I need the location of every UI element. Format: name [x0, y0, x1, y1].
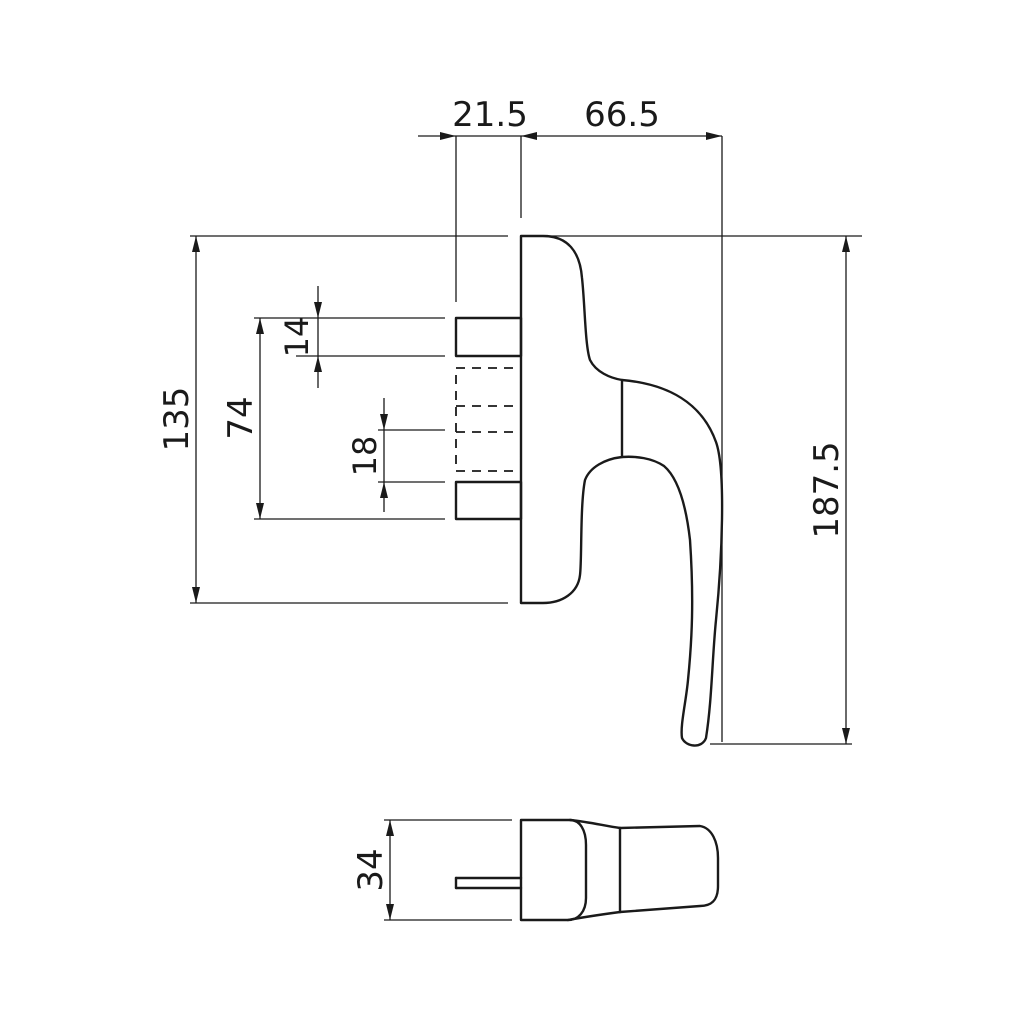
pin-blocks [454, 316, 523, 521]
handle-base-outline [519, 234, 624, 605]
dim-label-187-5: 187.5 [807, 441, 847, 538]
dim-label-21-5: 21.5 [452, 95, 528, 135]
top-view-base [519, 818, 588, 922]
handle-top-view [454, 818, 720, 922]
dim-label-14: 14 [278, 317, 316, 358]
dim-label-135: 135 [157, 387, 197, 452]
dim-label-66-5: 66.5 [584, 95, 660, 135]
dim-label-34: 34 [351, 848, 391, 891]
extension-lines [190, 136, 862, 921]
dimension-arrows [192, 132, 850, 920]
top-view-neck [566, 818, 622, 922]
dimension-labels: 21.5 66.5 135 74 14 18 187.5 34 [157, 95, 847, 892]
top-view-grip [618, 824, 720, 914]
dim-label-74: 74 [221, 396, 261, 439]
dim-label-18: 18 [346, 436, 384, 477]
handle-lever-outline [620, 378, 724, 747]
handle-side-view [519, 234, 724, 747]
